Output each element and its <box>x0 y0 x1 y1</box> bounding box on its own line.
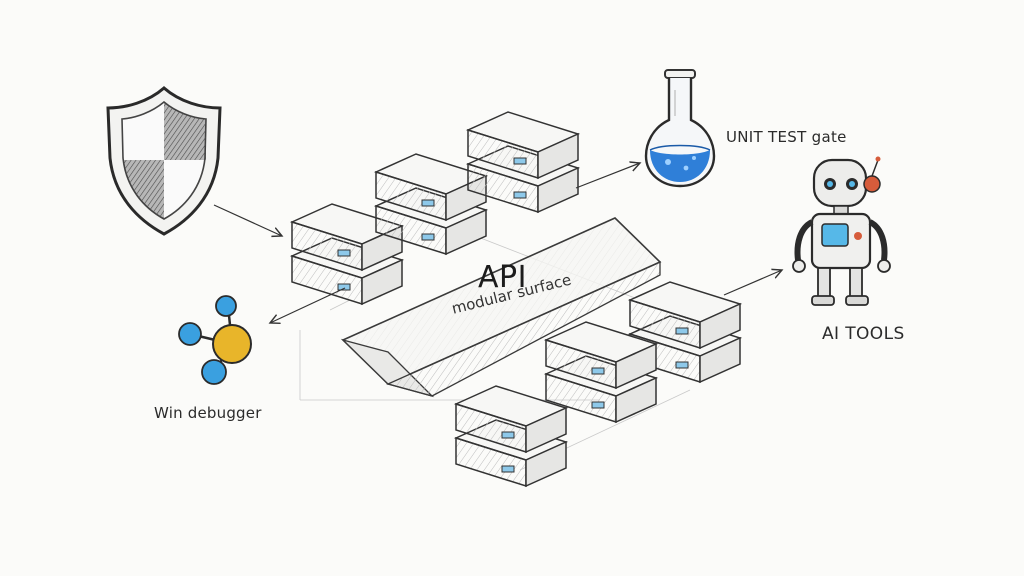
server-box <box>453 385 569 454</box>
shield-icon <box>106 86 222 236</box>
server-box <box>543 321 659 390</box>
server-stack-bottom-middle <box>543 321 659 424</box>
api-title: API <box>478 260 527 295</box>
port-icon <box>513 191 527 199</box>
port-icon <box>675 361 689 369</box>
port-icon <box>421 233 435 241</box>
arrow-stack-to-robot <box>723 270 782 296</box>
api-platform <box>340 217 662 398</box>
server-box <box>465 111 581 180</box>
arrow-shield-to-stack <box>213 204 282 236</box>
port-icon <box>591 367 605 375</box>
molecule-icon <box>178 295 252 385</box>
flask-icon <box>644 69 716 188</box>
arrow-platform-to-molecule <box>270 287 346 323</box>
port-icon <box>591 401 605 409</box>
server-box <box>627 281 743 350</box>
robot-icon <box>792 156 891 306</box>
port-icon <box>337 249 351 257</box>
win-debugger-label: Win debugger <box>154 404 262 422</box>
port-icon <box>501 465 515 473</box>
unit-test-label: UNIT TEST gate <box>726 128 847 146</box>
port-icon <box>675 327 689 335</box>
server-stack-top-middle <box>373 153 489 256</box>
server-stack-left <box>289 203 405 306</box>
port-icon <box>421 199 435 207</box>
port-icon <box>501 431 515 439</box>
server-stack-top-right <box>465 111 581 214</box>
connectors <box>213 163 782 323</box>
arrow-stack-to-flask <box>575 163 640 189</box>
port-icon <box>513 157 527 165</box>
ai-tools-label: AI TOOLS <box>822 324 905 344</box>
server-stack-bottom-left <box>453 385 569 488</box>
port-icon <box>337 283 351 291</box>
